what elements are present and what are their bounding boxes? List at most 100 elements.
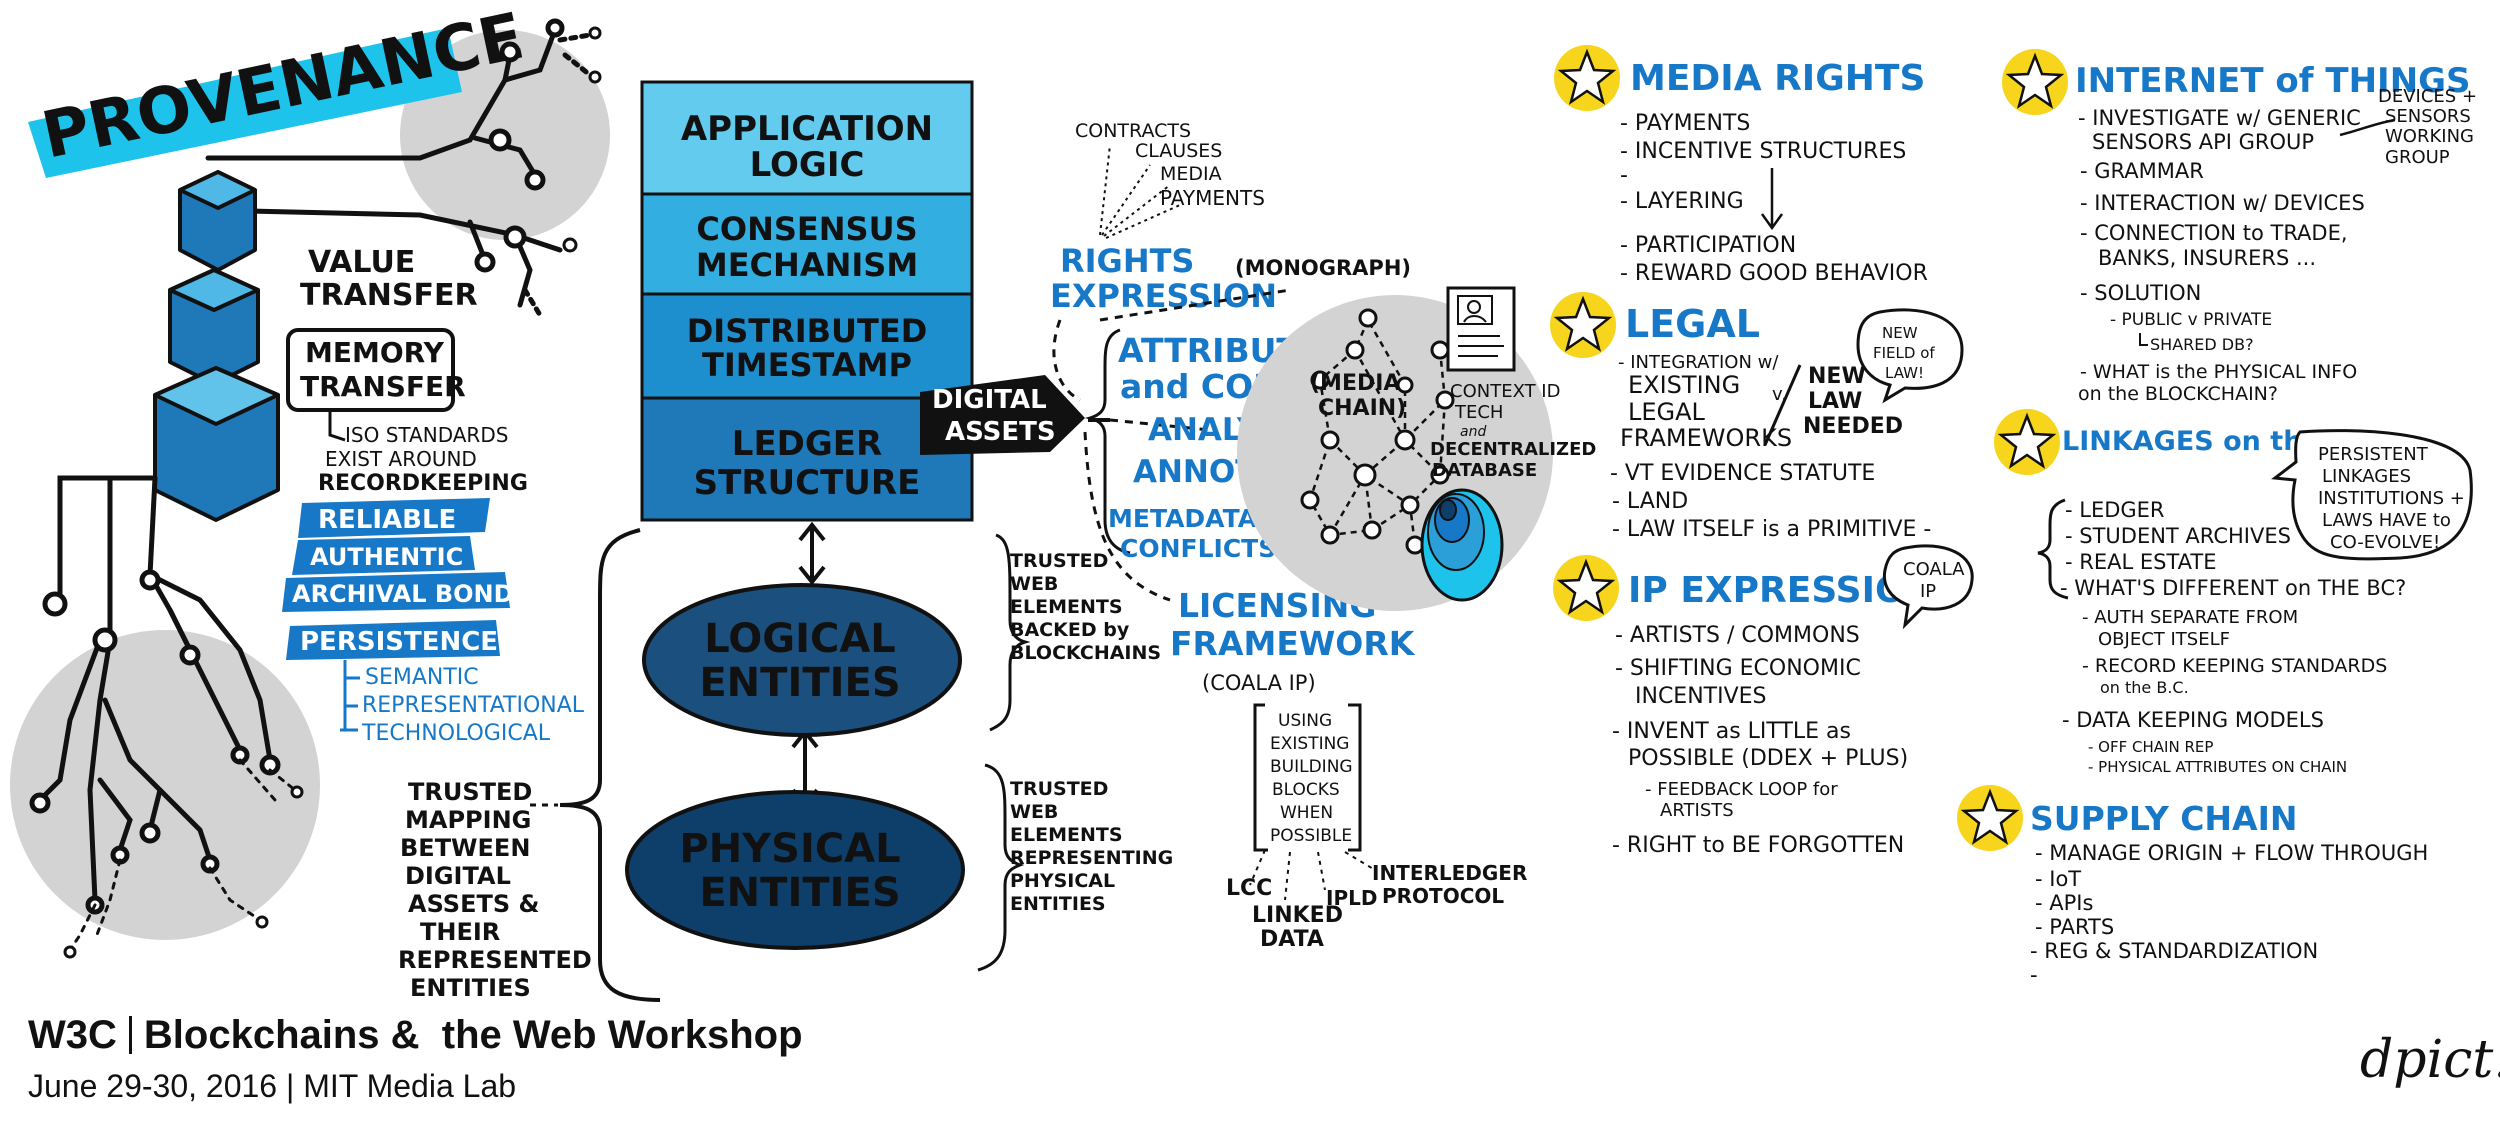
media-rights-section: MEDIA RIGHTS - PAYMENTS - INCENTIVE STRU… (1554, 45, 1928, 286)
persistence-technological: TECHNOLOGICAL (361, 721, 551, 746)
brand-logo: dpict. (2360, 1030, 2500, 1090)
fan-payments: PAYMENTS (1160, 186, 1265, 210)
media-rights-item-3: - (1620, 163, 1628, 188)
media-rights-heading: MEDIA RIGHTS (1630, 58, 1925, 99)
fan-media: MEDIA (1160, 163, 1222, 185)
trusted-el-rep-6: ENTITIES (1010, 893, 1106, 915)
trusted-el-bc-1: TRUSTED (1010, 550, 1108, 572)
media-rights-item-6: - REWARD GOOD BEHAVIOR (1620, 261, 1928, 286)
linkages-bubble-5: CO-EVOLVE! (2330, 532, 2440, 553)
database-line2: DATABASE (1432, 460, 1537, 481)
interledger-line1: INTERLEDGER (1372, 861, 1527, 885)
rights-expression-line1: RIGHTS (1060, 242, 1194, 280)
logical-entities-line1: LOGICAL (704, 616, 896, 662)
media-chain-line2: CHAIN) (1318, 396, 1406, 421)
coala-bubble-line2: IP (1920, 581, 1936, 602)
supply-chain-heading: SUPPLY CHAIN (2030, 799, 2297, 838)
linkages-item-2: - STUDENT ARCHIVES (2065, 524, 2291, 548)
trusted-mapping-line2: MAPPING (405, 806, 531, 834)
blockchain-stack: APPLICATION LOGIC CONSENSUS MECHANISM DI… (627, 82, 1173, 970)
media-rights-item-4: - LAYERING (1620, 189, 1744, 214)
iot-note-4: GROUP (2385, 147, 2450, 168)
layer-ledger-line1: LEDGER (732, 424, 882, 464)
iot-item-2: SENSORS API GROUP (2092, 130, 2314, 154)
legal-item-2: - LAND (1612, 489, 1688, 514)
value-transfer-line2: TRANSFER (300, 278, 478, 313)
metadata-line2: CONFLICTS (1120, 534, 1276, 563)
trusted-el-bc-5: BLOCKCHAINS (1010, 642, 1161, 664)
supply-item-6: - (2030, 963, 2038, 987)
iot-item-6: BANKS, INSURERS ... (2098, 246, 2316, 270)
iot-item-10: - WHAT is the PHYSICAL INFO (2080, 361, 2357, 383)
trusted-mapping-line5: ASSETS & (408, 890, 539, 918)
iot-item-7: - SOLUTION (2080, 281, 2201, 305)
trusted-el-bc-2: WEB (1010, 573, 1058, 595)
footer-date: June 29-30, 2016 (28, 1068, 277, 1104)
digital-assets-tag: DIGITAL ASSETS (920, 375, 1085, 455)
ip-item-1: - ARTISTS / COMMONS (1615, 623, 1860, 648)
iot-note-2: SENSORS (2385, 106, 2471, 127)
digital-assets-line2: ASSETS (945, 417, 1056, 447)
coala-bubble-line1: COALA (1903, 559, 1965, 580)
context-and: and (1460, 424, 1486, 440)
layer-ledger-line2: STRUCTURE (694, 463, 921, 503)
cube-stack-icon (155, 172, 278, 520)
ip-expression-section: IP EXPRESSION COALA IP - ARTISTS / COMMO… (1553, 546, 1972, 858)
linkages-item-11: - PHYSICAL ATTRIBUTES ON CHAIN (2088, 758, 2347, 776)
linkages-item-5: - AUTH SEPARATE FROM (2082, 607, 2298, 628)
ip-item-4: - INVENT as LITTLE as (1612, 719, 1851, 744)
star-icon (1554, 45, 1620, 111)
ipld-label: IPLD (1326, 886, 1377, 910)
iso-note-line2: EXIST AROUND (325, 447, 477, 471)
ip-item-6: - FEEDBACK LOOP for (1645, 779, 1838, 800)
trusted-elements-representing: TRUSTED WEB ELEMENTS REPRESENTING PHYSIC… (1010, 778, 1173, 915)
trusted-el-rep-2: WEB (1010, 801, 1058, 823)
iso-note-line1: ISO STANDARDS (345, 423, 508, 447)
interledger-line2: PROTOCOL (1382, 884, 1504, 908)
media-rights-item-5: - PARTICIPATION (1620, 233, 1796, 258)
coala-ip-label: (COALA IP) (1202, 671, 1316, 695)
iot-item-8: - PUBLIC v PRIVATE (2110, 310, 2272, 330)
lcc-label: LCC (1226, 876, 1272, 901)
footer-workshop-title: Blockchains & the Web Workshop (144, 1013, 803, 1057)
new-law-line3: NEEDED (1803, 414, 1903, 439)
trusted-el-rep-1: TRUSTED (1010, 778, 1108, 800)
legal-item-3: - LAW ITSELF is a PRIMITIVE - (1612, 517, 1931, 542)
document-icon (1448, 288, 1514, 370)
physical-entities-line2: ENTITIES (699, 870, 900, 916)
metadata-line1: METADATA (1108, 504, 1258, 533)
licensing-line2: FRAMEWORK (1170, 624, 1416, 663)
linkages-bubble-1: PERSISTENT (2318, 444, 2429, 465)
star-icon (1957, 785, 2023, 851)
trusted-el-rep-4: REPRESENTING (1010, 847, 1173, 869)
footer-separator (129, 1016, 132, 1054)
quality-labels: RELIABLE AUTHENTIC ARCHIVAL BOND PERSIST… (282, 498, 514, 660)
linkages-item-4: - WHAT'S DIFFERENT on THE BC? (2060, 576, 2406, 600)
supply-item-1: - MANAGE ORIGIN + FLOW THROUGH (2035, 841, 2428, 865)
ip-item-3: INCENTIVES (1635, 684, 1767, 709)
star-icon (1994, 409, 2060, 475)
linkages-item-8: on the B.C. (2100, 678, 2189, 697)
layer-consensus-line2: MECHANISM (696, 246, 918, 284)
star-icon (1553, 555, 1619, 621)
media-chain-section: (MEDIA CHAIN) CONTEXT ID TECH and DECENT… (1237, 288, 1596, 611)
iot-section: INTERNET of THINGS - INVESTIGATE w/ GENE… (2002, 49, 2477, 405)
iot-item-4: - INTERACTION w/ DEVICES (2080, 191, 2365, 215)
footer-venue: MIT Media Lab (303, 1068, 516, 1104)
quality-archival-bond: ARCHIVAL BOND (292, 580, 514, 608)
legal-integration-2: EXISTING (1628, 371, 1740, 399)
provenance-section: PROVENANCE (10, 0, 660, 1002)
trusted-mapping-line3: BETWEEN (400, 834, 530, 862)
legal-integration-1: - INTEGRATION w/ (1618, 352, 1779, 373)
supply-item-3: - APIs (2035, 891, 2093, 915)
monograph-label: (MONOGRAPH) (1235, 256, 1411, 280)
iot-item-5: - CONNECTION to TRADE, (2080, 221, 2348, 245)
trusted-el-bc-4: BACKED by (1010, 619, 1130, 641)
context-id-line2: TECH (1454, 402, 1503, 423)
layer-consensus-line1: CONSENSUS (696, 210, 917, 248)
supply-chain-section: SUPPLY CHAIN - MANAGE ORIGIN + FLOW THRO… (1957, 785, 2428, 987)
legal-integration-4: FRAMEWORKS (1620, 424, 1792, 452)
